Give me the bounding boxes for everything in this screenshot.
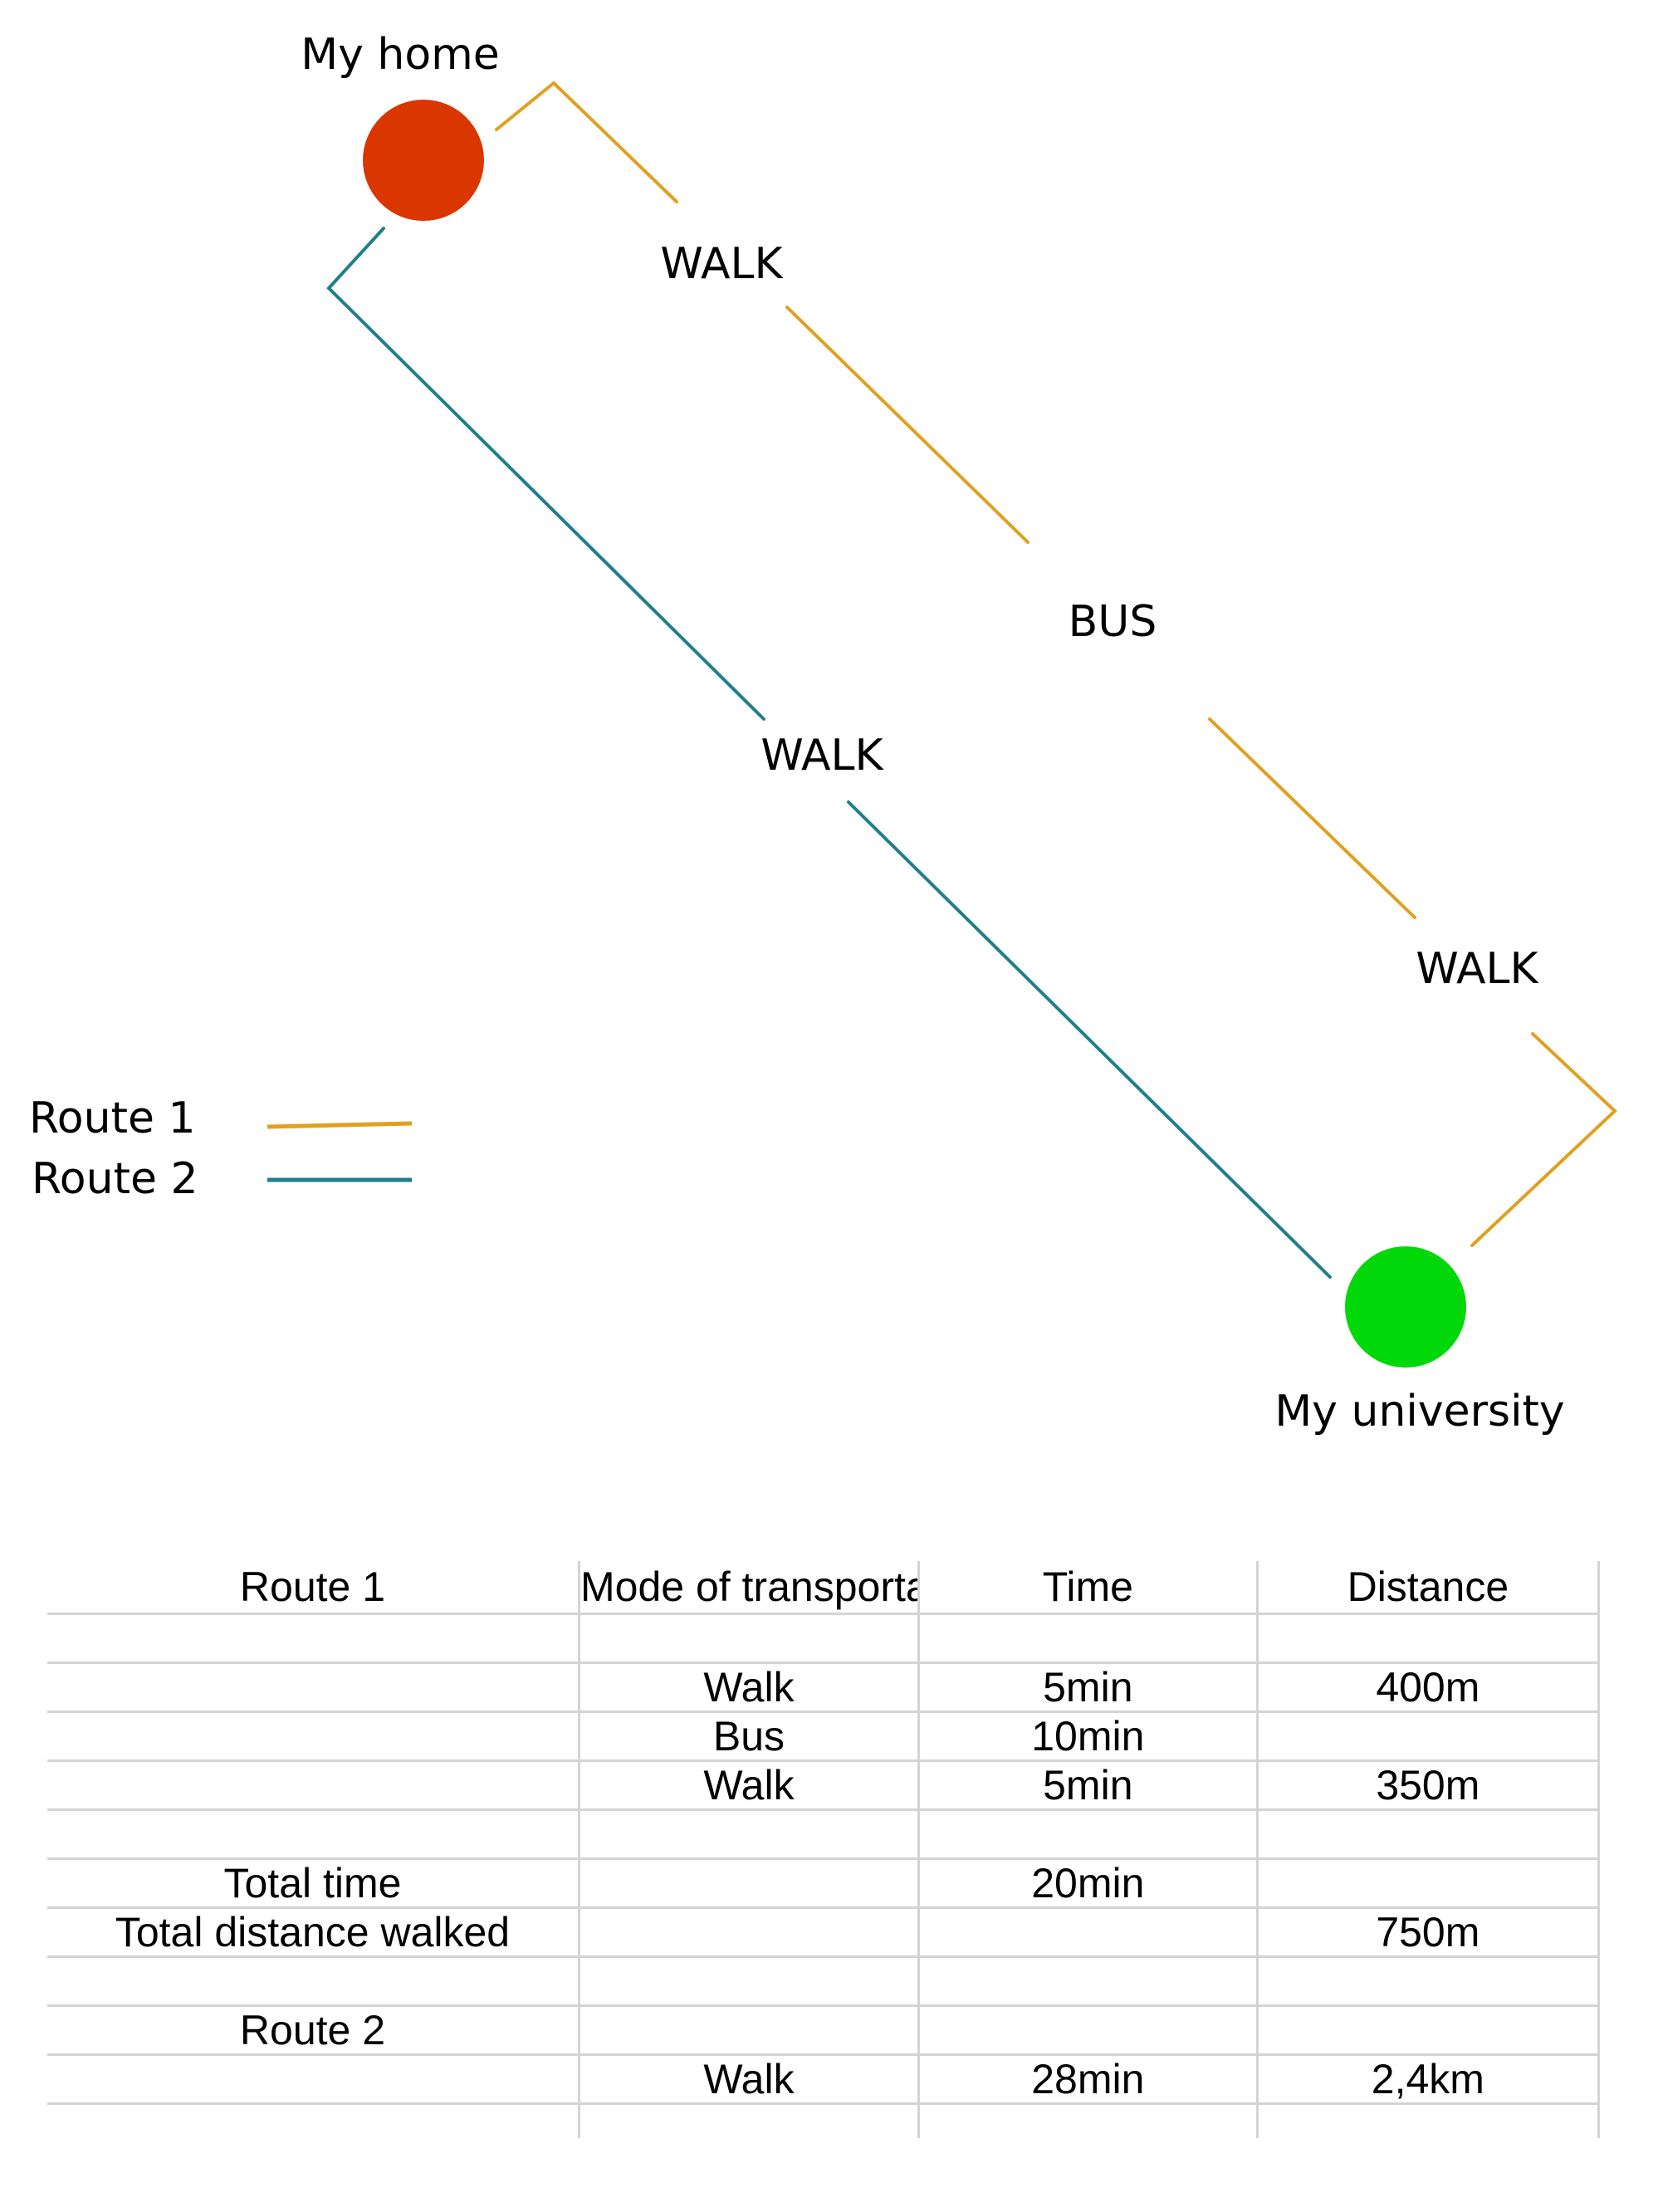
- table-header-cell: Route 1: [47, 1561, 580, 1615]
- table-cell: [47, 1711, 580, 1762]
- route-1-walk-segment-start: [495, 81, 678, 203]
- route-2-walk-label: WALK: [760, 731, 884, 781]
- table-cell: [918, 1956, 1259, 2007]
- legend-route-1-swatch: [267, 1121, 413, 1129]
- table-cell: Walk: [579, 2054, 920, 2105]
- table-cell: [47, 1956, 580, 2007]
- table-cell: [47, 1760, 580, 1811]
- table-cell: 5min: [918, 1760, 1259, 1811]
- table-cell: [47, 2103, 580, 2138]
- table-cell: Route 2: [47, 2005, 580, 2056]
- table-cell: [918, 1613, 1259, 1664]
- table-cell: [918, 1907, 1259, 1958]
- table-cell: 10min: [918, 1711, 1259, 1762]
- table-cell: 20min: [918, 1858, 1259, 1909]
- table-cell: 5min: [918, 1662, 1259, 1713]
- legend: Route 1 Route 2: [29, 1094, 413, 1204]
- table-cell: [47, 1662, 580, 1713]
- table-cell: [47, 1613, 580, 1664]
- table-cell: [918, 1809, 1259, 1860]
- route-1-walk-start-label: WALK: [660, 239, 784, 289]
- route-1-bus-label: BUS: [1069, 597, 1157, 647]
- table-cell: [1257, 1956, 1601, 2007]
- table-header-cell: Time: [918, 1561, 1259, 1615]
- table-cell: [579, 1907, 920, 1958]
- table-cell: [579, 2103, 920, 2138]
- table-cell: [579, 1809, 920, 1860]
- route-1-walk-segment-end: [1470, 1032, 1617, 1247]
- table-row: [47, 1809, 1601, 1860]
- table-cell: [1257, 1711, 1601, 1762]
- table-cell: [1257, 2005, 1601, 2056]
- route-1-bus-segment-end: [1208, 717, 1416, 919]
- table-cell: [47, 1809, 580, 1860]
- table-row: Route 2: [47, 2005, 1601, 2056]
- table-cell: 2,4km: [1257, 2054, 1601, 2105]
- route-2-walk-segment-start: [326, 227, 765, 721]
- route-1-bus-segment-start: [785, 306, 1029, 544]
- table-cell: [47, 2054, 580, 2105]
- table-cell: [579, 1858, 920, 1909]
- table-cell: [1257, 1613, 1601, 1664]
- route-1-walk-end-label: WALK: [1416, 944, 1539, 994]
- table-cell: [579, 2005, 920, 2056]
- table-cell: 750m: [1257, 1907, 1601, 1958]
- table-cell: Walk: [579, 1662, 920, 1713]
- table-header-cell: Mode of transportation: [579, 1561, 920, 1615]
- table-row: [47, 2103, 1601, 2138]
- table-row: [47, 1613, 1601, 1664]
- table-cell: 28min: [918, 2054, 1259, 2105]
- table-cell: Bus: [579, 1711, 920, 1762]
- table-row: [47, 1956, 1601, 2007]
- table-cell: [579, 1613, 920, 1664]
- table-cell: Total time: [47, 1858, 580, 1909]
- home-label: My home: [301, 30, 500, 80]
- table-cell: [918, 2005, 1259, 2056]
- table-row: Total distance walked 750m: [47, 1907, 1601, 1958]
- table-header-cell: Distance: [1257, 1561, 1601, 1615]
- table-cell: [1257, 1858, 1601, 1909]
- table-row: Total time 20min: [47, 1858, 1601, 1909]
- table-cell: [1257, 1809, 1601, 1860]
- table-cell: [1257, 2103, 1601, 2138]
- route-1-path: [495, 81, 1617, 1247]
- route-diagram: My home My university WALK BUS WALK WALK…: [29, 30, 1617, 1436]
- table-cell: 350m: [1257, 1760, 1601, 1811]
- table-cell: Walk: [579, 1760, 920, 1811]
- university-label: My university: [1274, 1387, 1564, 1436]
- home-marker: [363, 100, 484, 221]
- route-2-walk-segment-end: [847, 800, 1332, 1279]
- legend-route-2-label: Route 2: [32, 1154, 198, 1204]
- table-cell: [918, 2103, 1259, 2138]
- table-cell: 400m: [1257, 1662, 1601, 1713]
- table-cell: [579, 1956, 920, 2007]
- route-2-path: [326, 227, 1332, 1279]
- legend-route-1-label: Route 1: [29, 1094, 196, 1143]
- table-cell: Total distance walked: [47, 1907, 580, 1958]
- university-marker: [1345, 1246, 1466, 1368]
